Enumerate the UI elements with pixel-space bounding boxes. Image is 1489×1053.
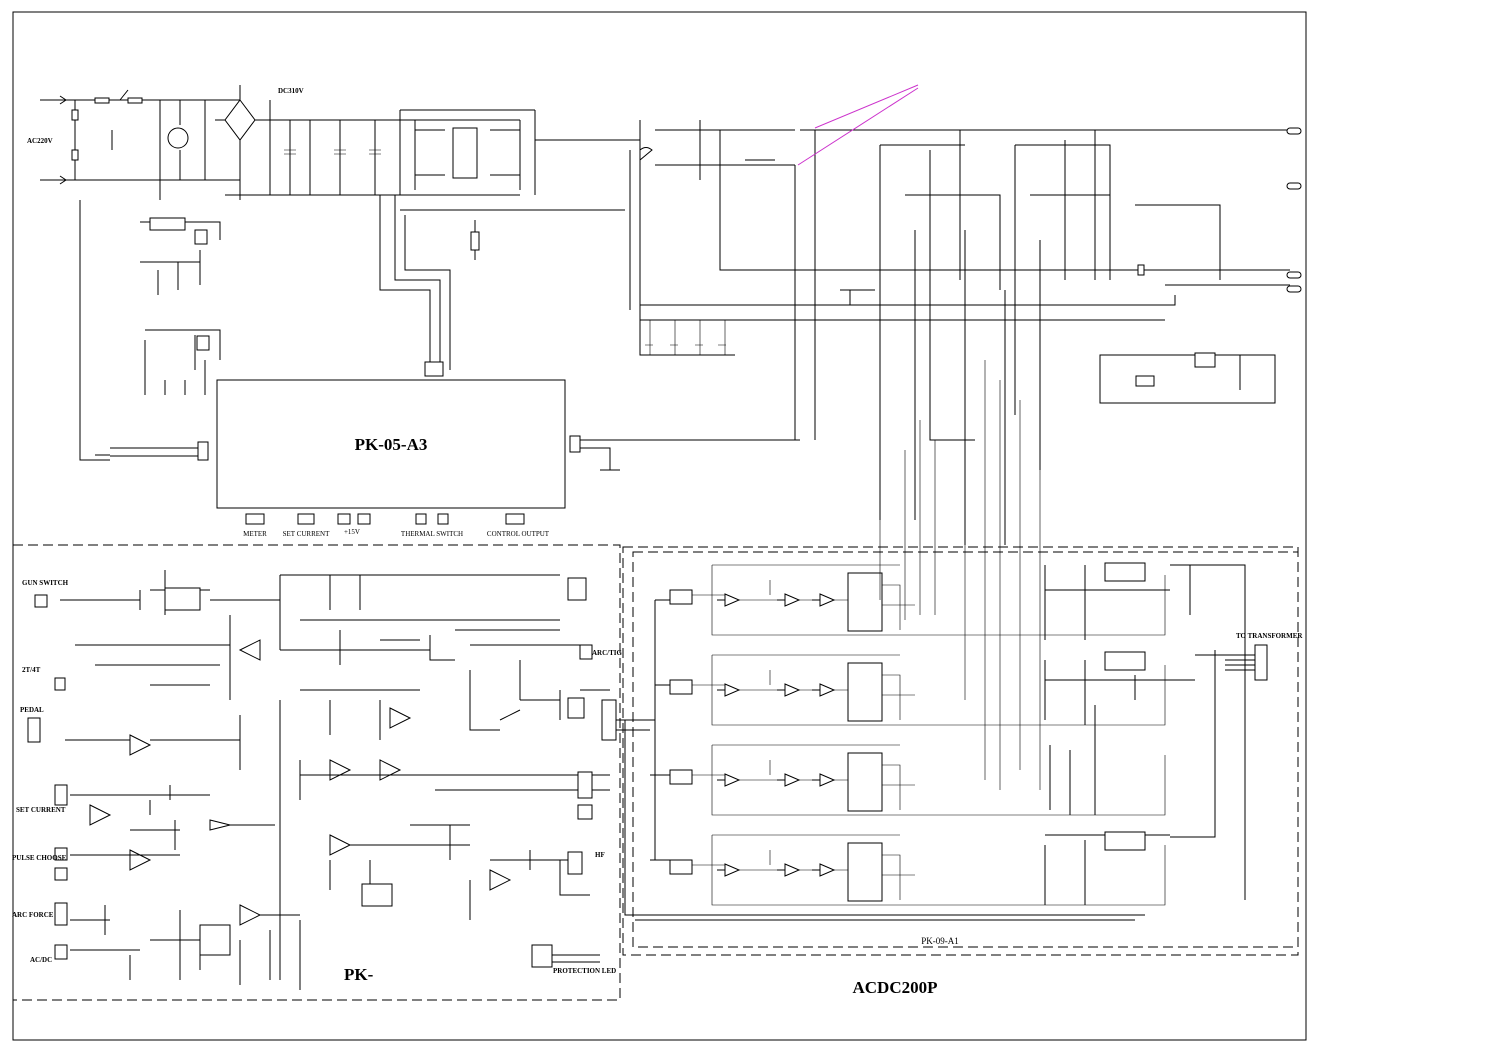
ac-input-label: AC220V <box>27 137 53 145</box>
driver-channel <box>669 564 1166 636</box>
thermal-switch-connector-label: THERMAL SWITCH <box>401 530 463 538</box>
control-board-circuits <box>27 570 655 990</box>
output-terminals <box>1286 127 1302 293</box>
to-transformer-label: TO TRANSFORMER <box>1236 632 1303 640</box>
pulse-choose-label: PULSE CHOOSE <box>12 854 67 862</box>
driver-board-label: PK-09-A1 <box>921 936 959 946</box>
set-current-connector-label: SET CURRENT <box>283 530 330 538</box>
hf-label: HF <box>595 851 605 859</box>
dc-bus-label: DC310V <box>278 87 304 95</box>
arc-force-label: ARC FORCE <box>12 911 54 919</box>
arc-tig-label: ARC/TIG <box>592 649 623 657</box>
control-board-outline <box>12 544 621 1001</box>
meter-connector-label: METER <box>243 530 267 538</box>
control-board-label: PK- <box>344 965 374 984</box>
driver-board-circuits <box>624 562 1268 921</box>
protection-led-label: PROTECTION LED <box>553 967 616 975</box>
plus15v-connector-label: +15V <box>344 528 360 536</box>
driver-channel <box>669 744 1166 816</box>
driver-channel <box>669 834 1166 906</box>
secondary-section <box>629 120 1290 545</box>
ac-dc-label: AC/DC <box>30 956 52 964</box>
main-module-label: PK-05-A3 <box>355 435 428 454</box>
gate-drive-wires <box>879 360 1041 790</box>
annotation-marker <box>797 84 919 166</box>
driver-channel <box>669 654 1166 726</box>
driver-board-inner <box>632 551 1299 948</box>
model-label: ACDC200P <box>853 978 938 997</box>
pk-05-a3-module: PK-05-A3 METER SET CURRENT +15V THERMAL … <box>110 361 800 538</box>
control-output-connector-label: CONTROL OUTPUT <box>487 530 550 538</box>
set-current-input-label: SET CURRENT <box>16 806 66 814</box>
pedal-label: PEDAL <box>20 706 44 714</box>
driver-board-outline <box>622 546 1299 956</box>
2t-4t-label: 2T/4T <box>22 666 41 674</box>
sheet-border <box>12 11 1307 1041</box>
mains-input-section <box>40 85 640 461</box>
gun-switch-label: GUN SWITCH <box>22 579 69 587</box>
